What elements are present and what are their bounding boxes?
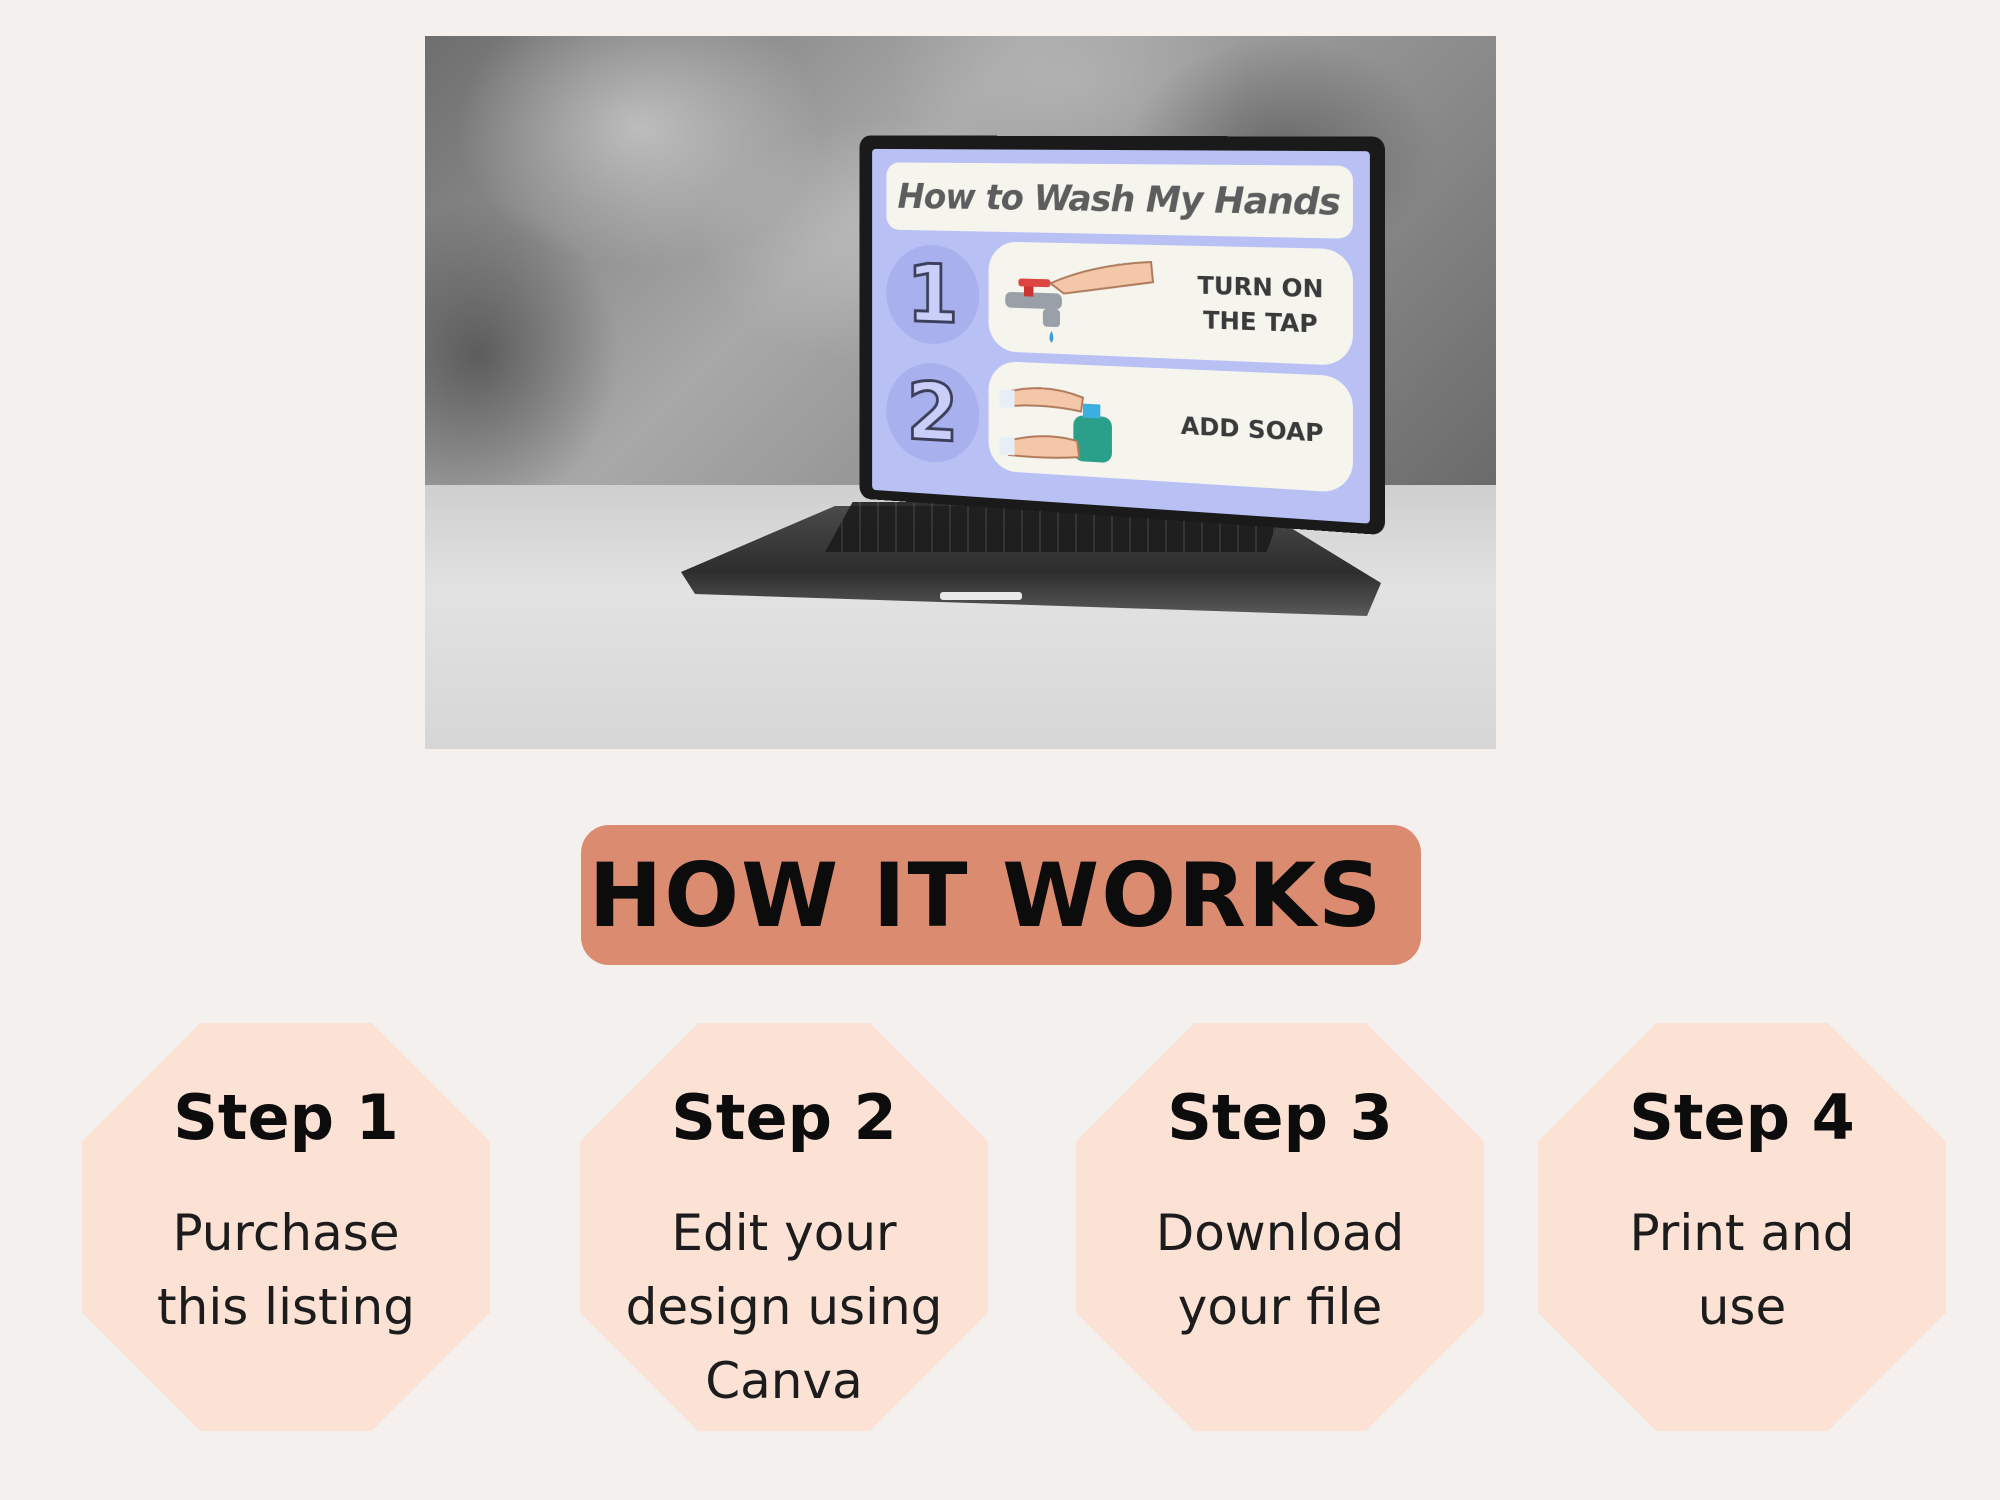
step-card-3: Step 3 Download your file bbox=[1076, 1023, 1484, 1431]
step-card: TURN ON THE TAP bbox=[988, 241, 1353, 367]
step-description-line: this listing bbox=[157, 1278, 415, 1336]
laptop-front-light bbox=[940, 592, 1022, 600]
step-description-line: Download bbox=[1155, 1204, 1405, 1262]
product-mockup-photo: How to Wash My Hands 1 TURN ON THE TAP bbox=[425, 36, 1496, 749]
step-description-line: Print and bbox=[1629, 1204, 1855, 1262]
step-description-line: use bbox=[1697, 1278, 1787, 1336]
step-title: Step 1 bbox=[173, 1081, 399, 1154]
screen-content: How to Wash My Hands 1 TURN ON THE TAP bbox=[872, 148, 1370, 524]
step-description: Purchase this listing bbox=[96, 1196, 476, 1344]
step-title: Step 3 bbox=[1167, 1081, 1393, 1154]
step-card-2: Step 2 Edit your design using Canva bbox=[580, 1023, 988, 1431]
how-it-works-badge: HOW IT WORKS bbox=[581, 825, 1421, 965]
step-text-line-1: ADD SOAP bbox=[1180, 411, 1324, 448]
step-number-circle: 1 bbox=[886, 244, 980, 346]
step-description-line: design using bbox=[625, 1278, 943, 1336]
step-card-4: Step 4 Print and use bbox=[1538, 1023, 1946, 1431]
step-description: Print and use bbox=[1552, 1196, 1932, 1344]
step-card: ADD SOAP bbox=[988, 360, 1353, 494]
screen-step-row-1: 1 TURN ON THE TAP bbox=[886, 239, 1353, 367]
step-description-line: Edit your bbox=[671, 1204, 897, 1262]
step-title: Step 2 bbox=[671, 1081, 897, 1154]
step-number-circle: 2 bbox=[886, 361, 980, 465]
soap-hands-icon bbox=[999, 372, 1112, 470]
tap-hand-icon bbox=[1005, 252, 1161, 343]
step-text: TURN ON THE TAP bbox=[1197, 268, 1323, 342]
step-description: Download your file bbox=[1090, 1196, 1470, 1344]
step-title: Step 4 bbox=[1629, 1081, 1855, 1154]
step-text-line-2: THE TAP bbox=[1203, 305, 1318, 339]
step-description-line: Canva bbox=[705, 1352, 863, 1410]
step-text: ADD SOAP bbox=[1181, 409, 1324, 451]
screen-step-row-2: 2 ADD SOAP bbox=[886, 356, 1353, 494]
step-text-line-1: TURN ON bbox=[1197, 271, 1324, 304]
step-description-line: Purchase bbox=[172, 1204, 400, 1262]
screen-title: How to Wash My Hands bbox=[886, 162, 1353, 239]
step-card-1: Step 1 Purchase this listing bbox=[82, 1023, 490, 1431]
step-description: Edit your design using Canva bbox=[594, 1196, 974, 1418]
step-description-line: your file bbox=[1177, 1278, 1383, 1336]
laptop-screen: How to Wash My Hands 1 TURN ON THE TAP bbox=[859, 135, 1385, 536]
